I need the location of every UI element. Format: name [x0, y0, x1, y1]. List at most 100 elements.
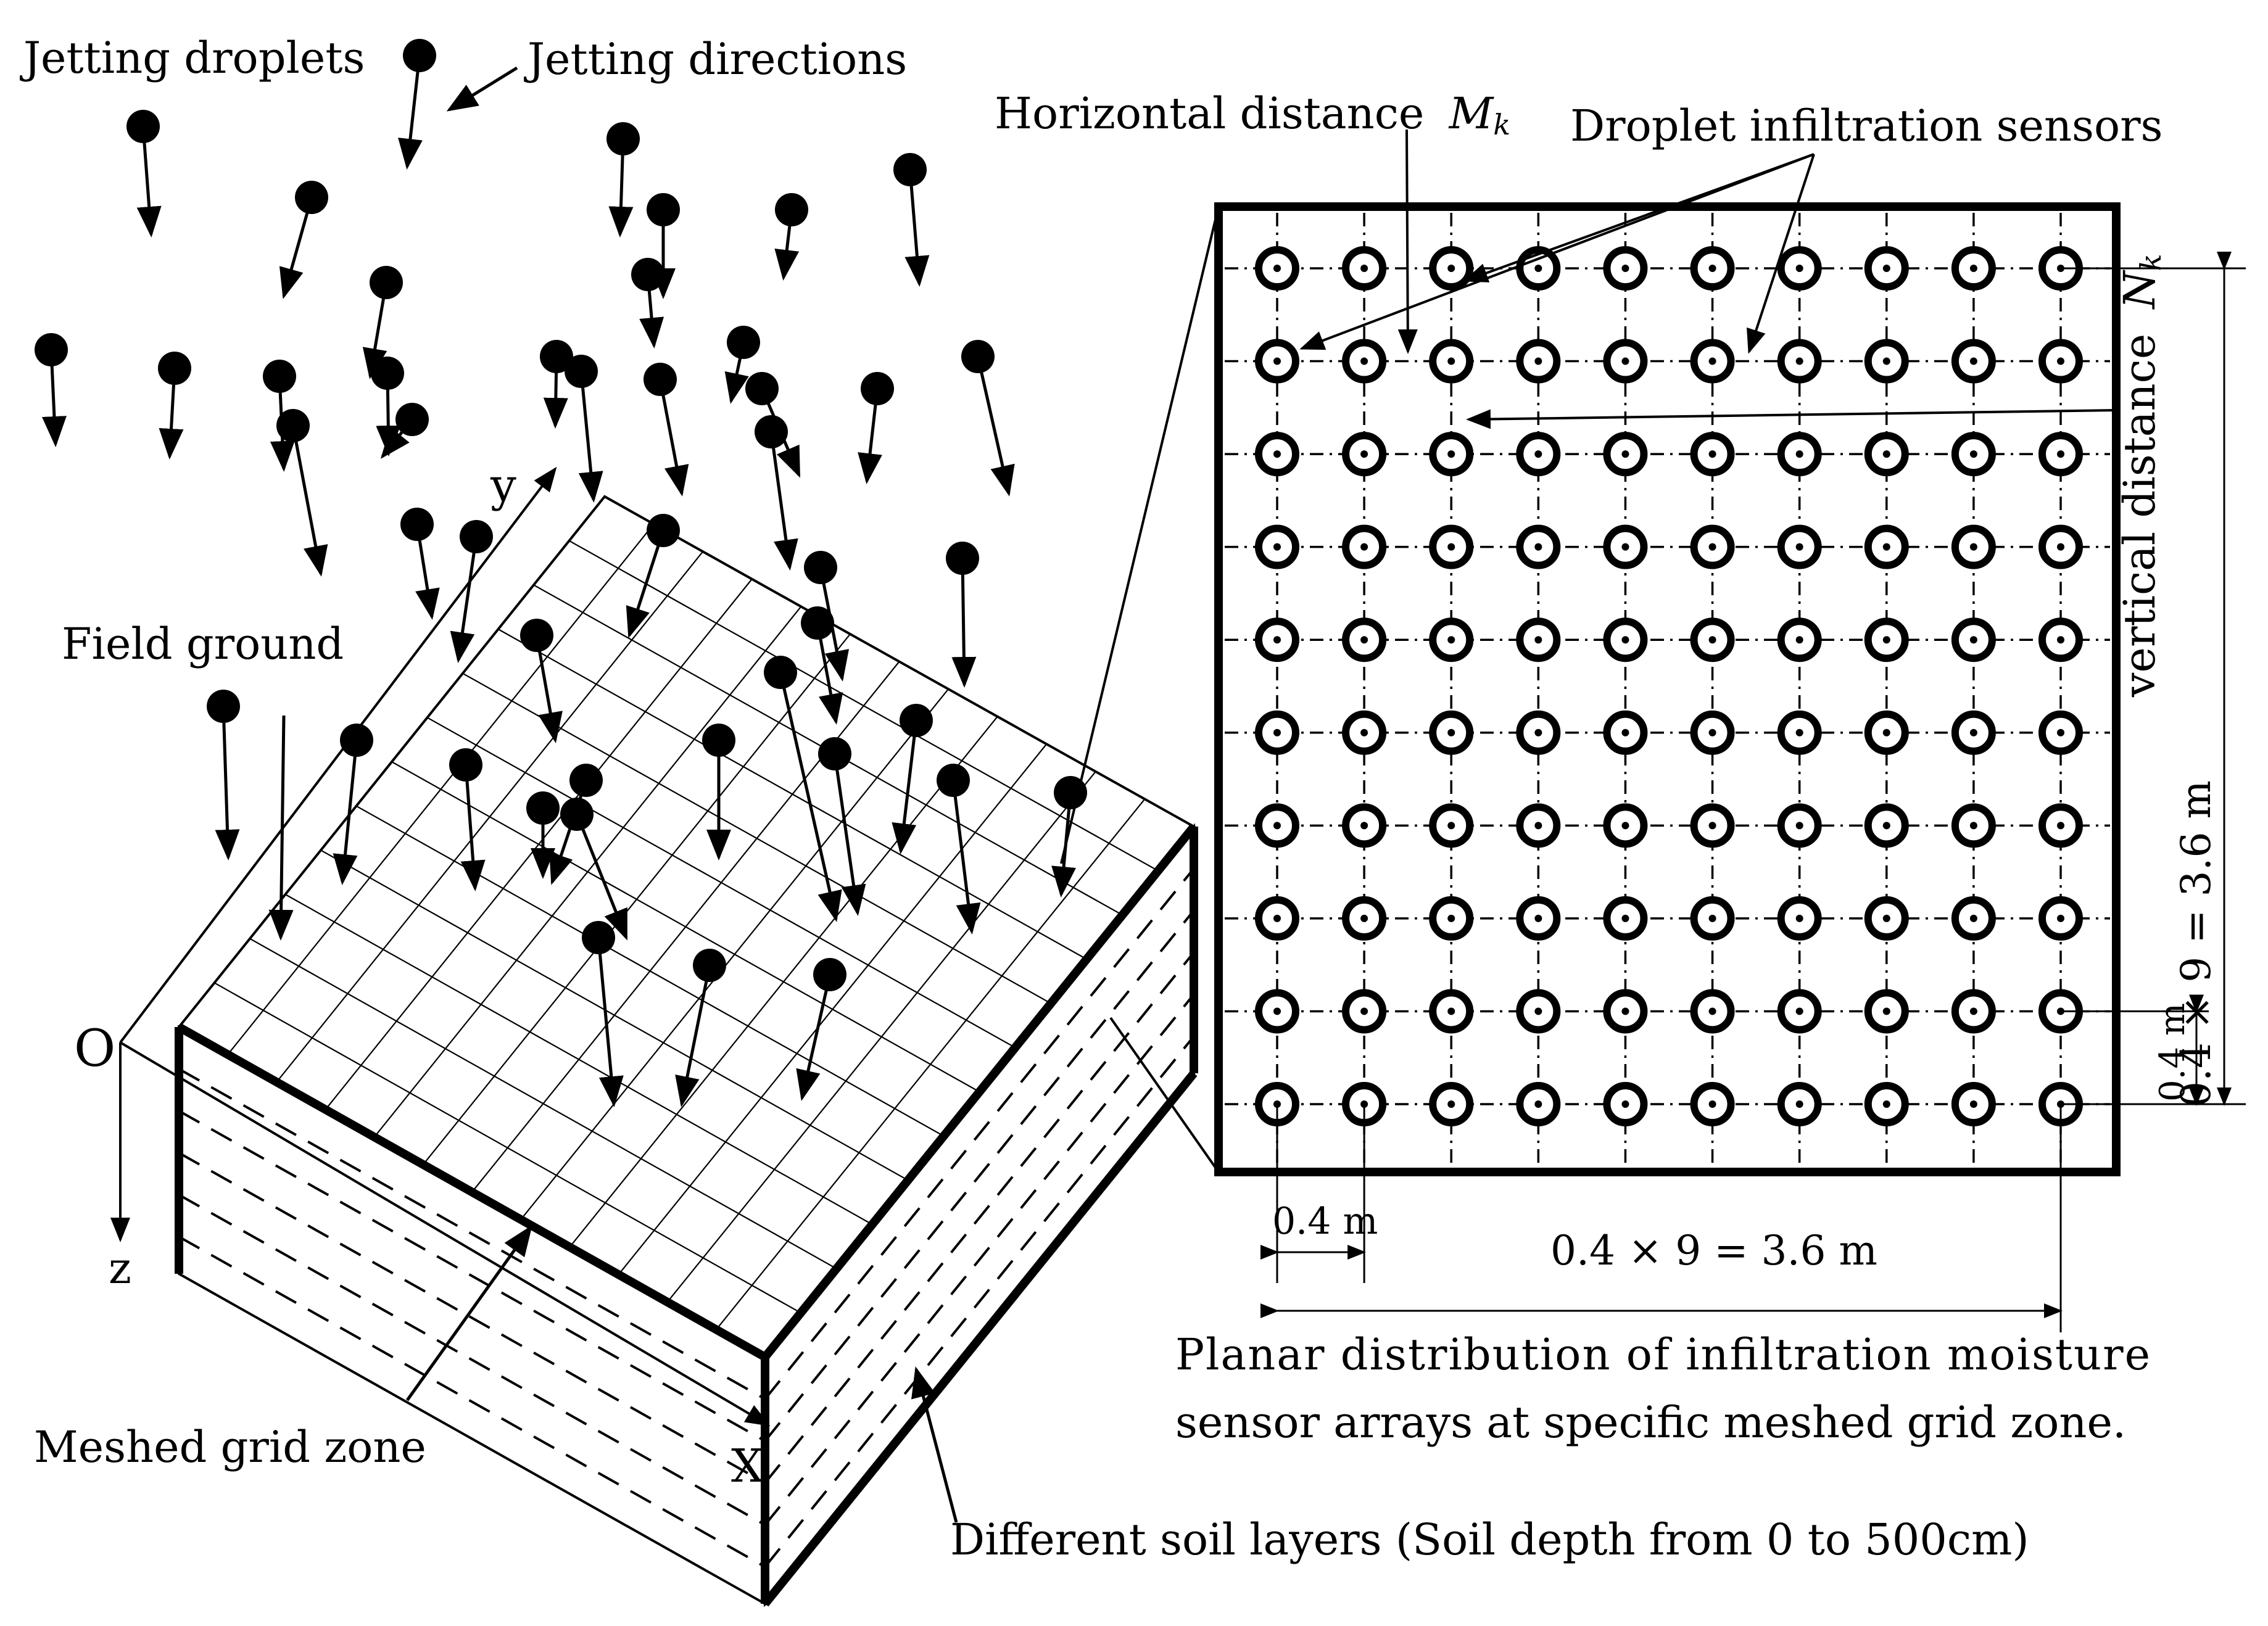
sensor-core	[1795, 822, 1803, 830]
jetting-droplets	[35, 39, 1087, 1523]
jetting-direction-arrow	[460, 764, 486, 891]
block-edge-bold	[761, 823, 1198, 1360]
sensor-core	[2057, 450, 2064, 458]
jetting-direction-arrow	[575, 814, 628, 941]
sensor-core	[1621, 1007, 1629, 1015]
jetting-direction-arrow	[769, 431, 798, 571]
sensor-core	[1708, 914, 1716, 922]
jetting-direction-arrow	[215, 706, 240, 860]
soil-layer-line	[178, 1110, 766, 1442]
sensor-core	[1534, 1100, 1542, 1108]
zoom-connector-line	[1109, 1017, 1220, 1173]
sensor-core	[1447, 1100, 1455, 1108]
label-droplet-sensors: Droplet infiltration sensors	[1570, 101, 2162, 151]
leader-horizontal-distance	[1397, 129, 1418, 354]
leader-droplet-sensor	[1463, 153, 1815, 283]
leader-droplet-sensor	[1299, 153, 1815, 350]
label-horizontal-spacing: 0.4 m	[1272, 1200, 1378, 1243]
jetting-direction-arrow	[639, 274, 664, 349]
jetting-direction-arrow	[398, 55, 423, 170]
horizontal-distance-subscript: k	[1493, 108, 1510, 141]
soil-layer-line	[764, 951, 1195, 1484]
sensor-core	[1621, 636, 1629, 644]
sensor-core	[1273, 914, 1281, 922]
soil-layer-line	[178, 1068, 766, 1400]
sensor-core	[2057, 636, 2064, 644]
sensor-core	[1534, 450, 1542, 458]
sensor-core	[1534, 636, 1542, 644]
label-vertical-distance: vertical distance Nk	[2114, 254, 2167, 698]
axis-label-origin: O	[74, 1020, 115, 1078]
sensor-core	[1882, 822, 1890, 830]
label-meshed-grid-zone: Meshed grid zone	[34, 1422, 426, 1472]
sensor-core	[1708, 357, 1716, 365]
soil-layer-line	[764, 993, 1195, 1526]
mesh-grid-line	[568, 540, 1159, 872]
sensor-core	[2057, 914, 2064, 922]
sensor-core	[1621, 450, 1629, 458]
jetting-direction-arrow	[779, 672, 842, 922]
label-jetting-directions: Jetting directions	[524, 34, 907, 85]
sensor-core	[1273, 543, 1281, 551]
sensor-core	[1360, 357, 1368, 365]
jetting-direction-arrow	[951, 558, 977, 688]
vertical-distance-symbol: N	[2114, 270, 2165, 310]
jetting-direction-arrow	[816, 622, 843, 725]
jetting-direction-arrow	[774, 209, 800, 281]
sensor-core	[1969, 914, 1977, 922]
sensor-core	[1882, 636, 1890, 644]
sensor-core	[1969, 450, 1977, 458]
jetting-direction-arrow	[626, 530, 665, 638]
sensor-core	[1360, 1007, 1368, 1015]
sensor-core	[1534, 357, 1542, 365]
sensor-core	[1273, 822, 1281, 830]
sensor-core	[1621, 822, 1629, 830]
jetting-direction-arrow	[675, 965, 711, 1107]
sensor-core	[1273, 1007, 1281, 1015]
sensor-core	[1969, 1007, 1977, 1015]
sensor-core	[1447, 265, 1455, 272]
sensor-core	[1447, 914, 1455, 922]
sensor-core	[1360, 543, 1368, 551]
block-edge-bold	[176, 1023, 768, 1361]
jetting-direction-arrow	[608, 138, 634, 237]
jetting-direction-arrow	[549, 780, 588, 885]
sensor-core	[2057, 728, 2064, 737]
label-horizontal-total: 0.4 × 9 = 3.6 m	[1550, 1227, 1877, 1274]
sensor-core	[1534, 822, 1542, 830]
leader-arrow-soil-layers	[911, 1366, 958, 1523]
sensor-core	[1621, 1100, 1629, 1108]
soil-layer-line	[178, 1152, 766, 1484]
jetting-direction-arrow	[362, 282, 388, 379]
jetting-direction-arrow	[904, 169, 930, 287]
sensor-core	[1882, 357, 1890, 365]
sensor-core	[1708, 728, 1716, 737]
sensor-core	[1969, 543, 1977, 551]
jetting-direction-arrow	[833, 753, 866, 916]
sensor-core	[1360, 265, 1368, 272]
leader-arrow-jetting-directions	[446, 66, 518, 112]
sensor-core	[1708, 450, 1716, 458]
sensor-core	[2057, 543, 2064, 551]
soil-block	[110, 466, 1198, 1607]
soil-layer-line	[764, 909, 1195, 1442]
jetting-direction-arrow	[597, 937, 624, 1107]
jetting-direction-arrow	[380, 418, 413, 459]
jetting-direction-arrow	[892, 720, 918, 854]
block-edge-bold	[761, 1070, 1198, 1607]
sensor-core	[1447, 728, 1455, 737]
vertical-distance-subscript: k	[2134, 254, 2167, 271]
axis-label-x: X	[731, 1440, 764, 1493]
leader-vertical-distance	[1466, 409, 2117, 429]
sensor-core	[1534, 265, 1542, 272]
jetting-direction-arrow	[543, 356, 568, 429]
soil-layer-line	[178, 1194, 766, 1526]
label-field-ground: Field ground	[62, 619, 344, 669]
sensor-core	[1882, 728, 1890, 737]
sensor-core	[1882, 914, 1890, 922]
sensor-core	[1795, 357, 1803, 365]
sensor-core	[1882, 265, 1890, 272]
jetting-direction-arrow	[858, 388, 882, 484]
mesh-grid-line	[666, 771, 1096, 1303]
